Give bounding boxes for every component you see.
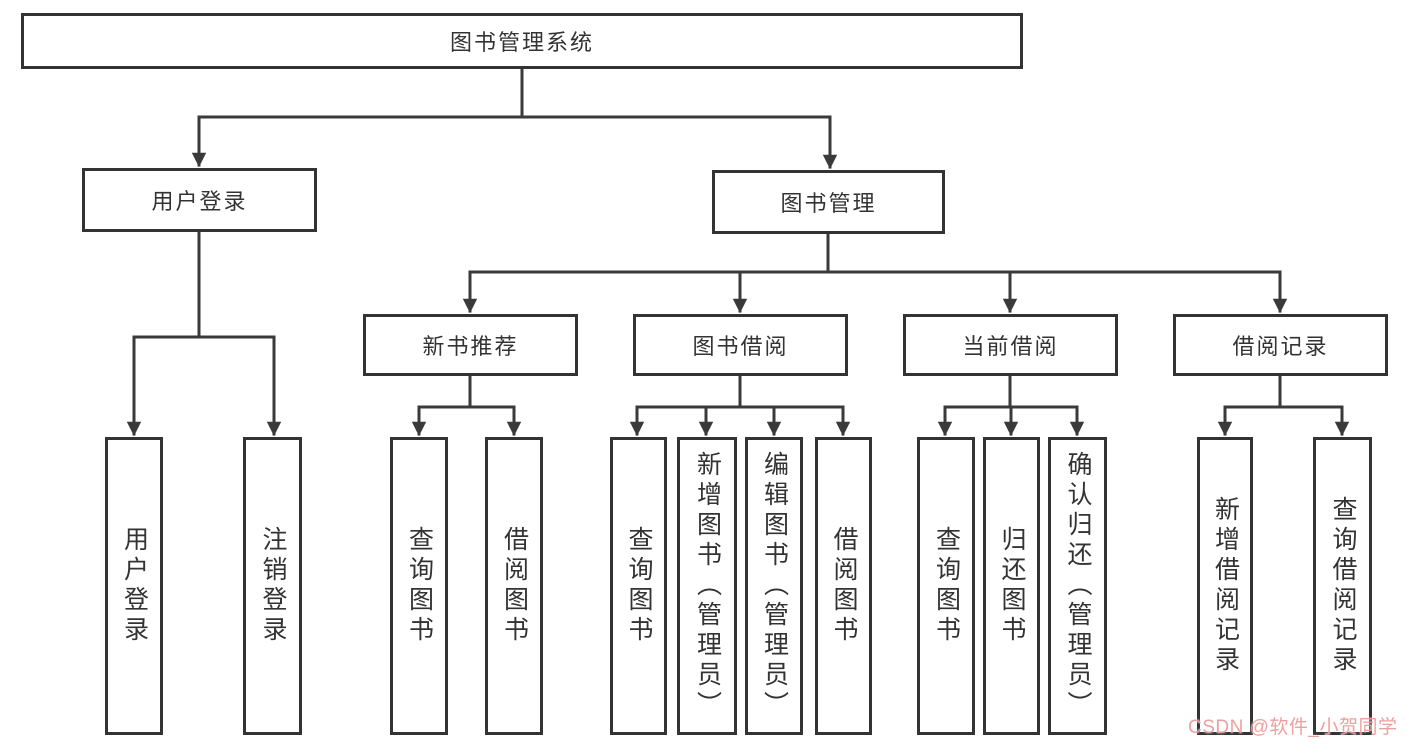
node-label: 借阅记录 (1232, 334, 1329, 359)
node-book-borrowing: 图书借阅 (633, 314, 848, 376)
leaf-label: 新增图书（管理员） (693, 451, 722, 721)
node-current-borrowing: 当前借阅 (903, 314, 1118, 376)
node-new-book-recommend: 新书推荐 (363, 314, 578, 376)
csdn-watermark: CSDN @软件_小贺同学 (1188, 717, 1398, 738)
node-label: 当前借阅 (962, 334, 1059, 359)
leaf-label: 查询图书 (625, 526, 653, 646)
leaf-add-books-admin: 新增图书（管理员） (677, 437, 737, 735)
leaf-borrow-books: 借阅图书 (815, 437, 872, 735)
node-label: 图书管理 (780, 191, 877, 216)
leaf-label: 新增借阅记录 (1211, 496, 1240, 676)
leaf-label: 编辑图书（管理员） (760, 451, 789, 721)
leaf-edit-books-admin: 编辑图书（管理员） (745, 437, 803, 735)
node-label: 新书推荐 (422, 334, 519, 359)
node-book-management: 图书管理 (712, 170, 945, 234)
leaf-return-books: 归还图书 (983, 437, 1040, 735)
leaf-query-borrow-record: 查询借阅记录 (1313, 437, 1372, 735)
leaf-confirm-return-admin: 确认归还（管理员） (1048, 437, 1107, 735)
leaf-label: 注销登录 (259, 526, 287, 646)
leaf-query-books: 查询图书 (610, 437, 667, 735)
leaf-label: 借阅图书 (500, 526, 529, 646)
leaf-query-books-recommend: 查询图书 (390, 437, 448, 735)
leaf-label: 归还图书 (998, 526, 1026, 646)
node-label: 用户登录 (151, 189, 248, 214)
leaf-label: 查询借阅记录 (1329, 496, 1357, 676)
node-borrowing-records: 借阅记录 (1173, 314, 1388, 376)
leaf-borrow-books-recommend: 借阅图书 (485, 437, 543, 735)
leaf-user-login: 用户登录 (105, 437, 163, 735)
leaf-label: 查询图书 (405, 526, 434, 646)
leaf-add-borrow-record: 新增借阅记录 (1197, 437, 1253, 735)
leaf-label: 借阅图书 (830, 526, 858, 646)
leaf-label: 查询图书 (932, 526, 961, 646)
leaf-logout: 注销登录 (243, 437, 302, 735)
node-label: 图书借阅 (692, 334, 789, 359)
node-label: 图书管理系统 (449, 30, 594, 55)
leaf-label: 用户登录 (120, 526, 149, 646)
leaf-query-books-current: 查询图书 (917, 437, 975, 735)
node-system-root: 图书管理系统 (21, 13, 1023, 69)
node-user-login: 用户登录 (82, 168, 317, 232)
leaf-label: 确认归还（管理员） (1064, 451, 1092, 721)
